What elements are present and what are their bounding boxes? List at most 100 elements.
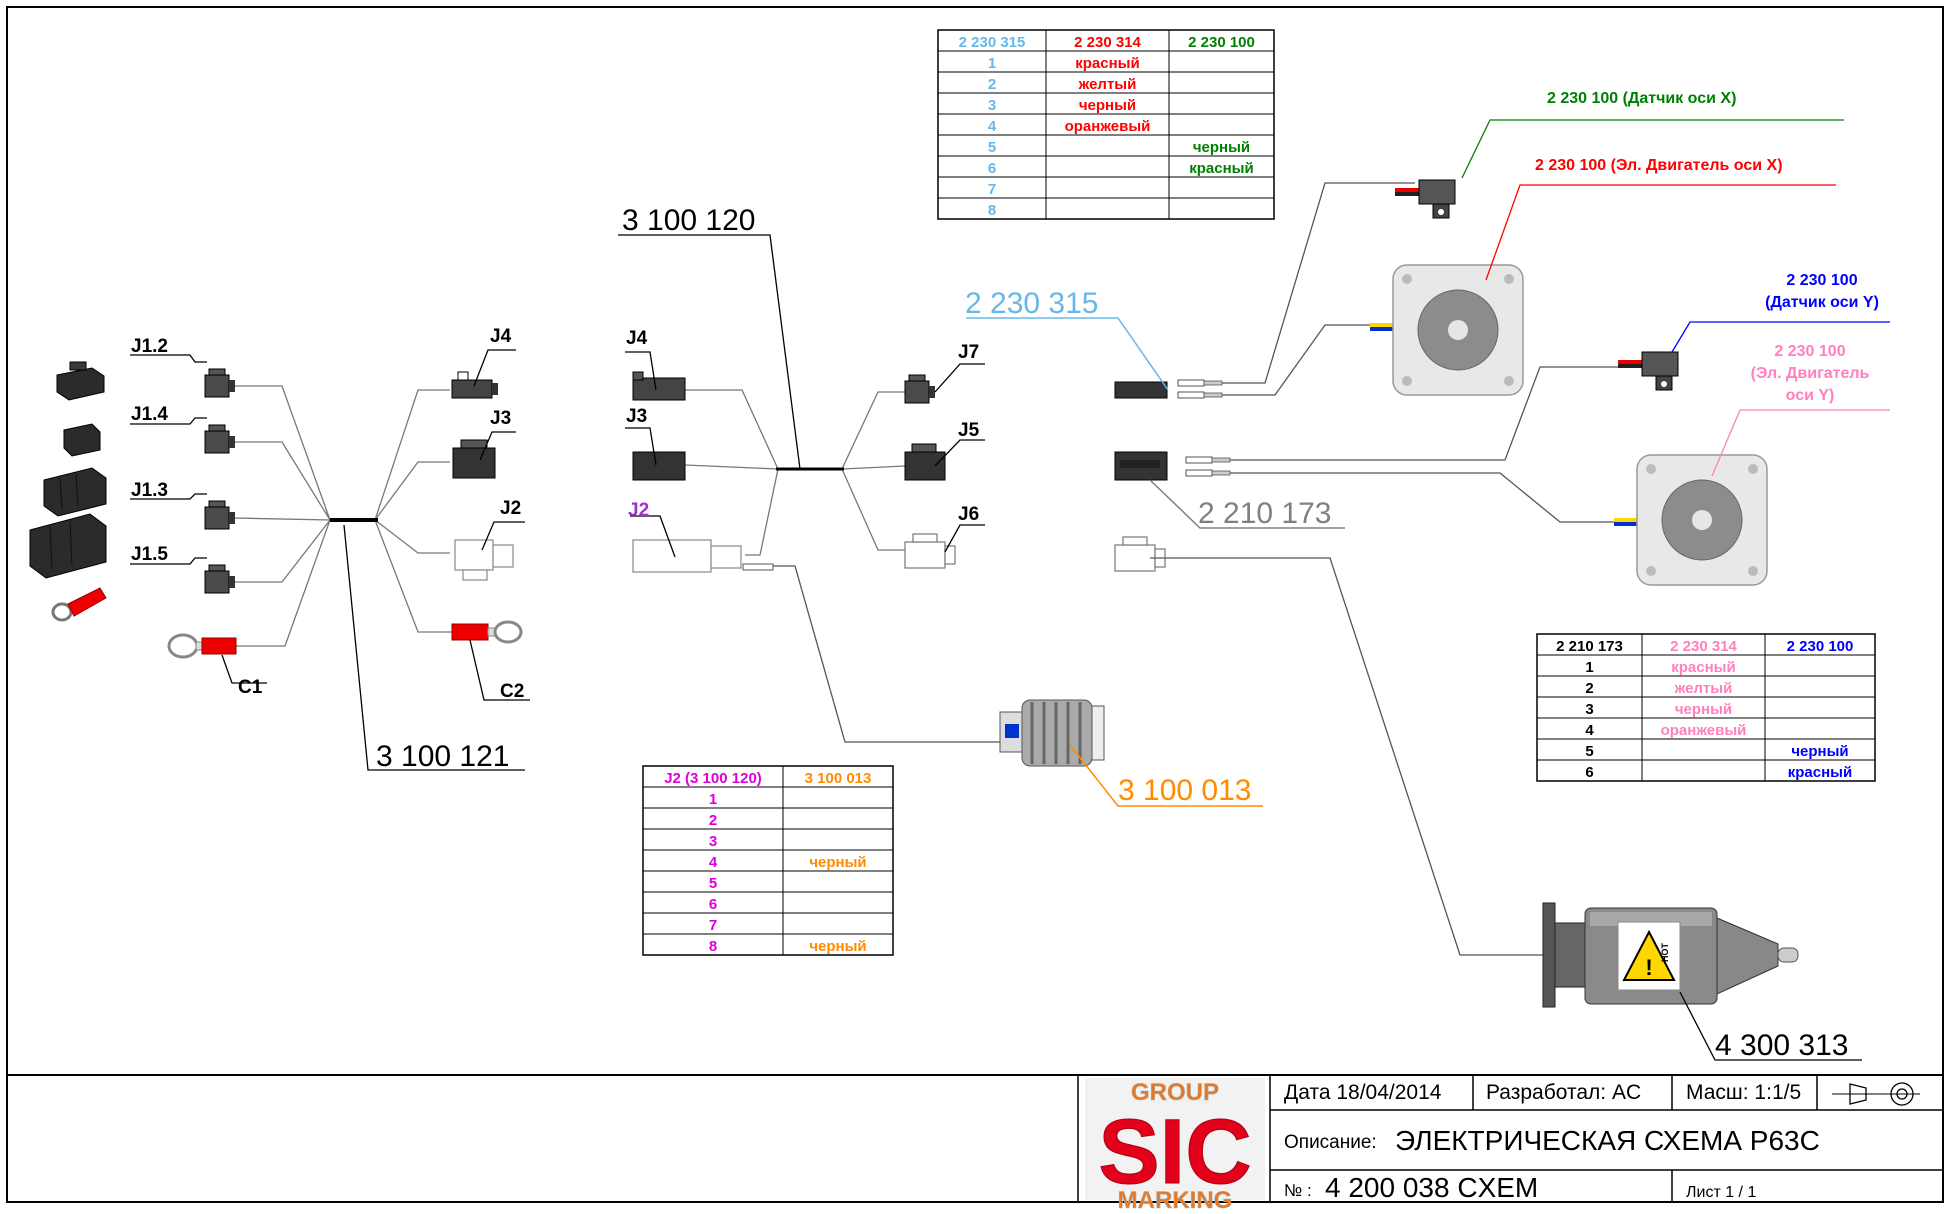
table-cell: красный [1189,160,1253,177]
table-cell: черный [1193,139,1250,156]
connector-icon [43,467,107,517]
label-j3-left: J3 [490,408,511,429]
j3-connector-mid [632,451,686,481]
table-header-cell: 2 210 173 [1556,638,1623,655]
table-header-cell: 3 100 013 [805,770,872,787]
logo-group-text: GROUP [1131,1079,1219,1106]
table-cell: 7 [988,181,996,198]
table-cell: оранжевый [1661,722,1747,739]
ring-terminal-icon [51,587,107,622]
j2-connector-left [454,539,514,581]
table-cell: 7 [709,917,717,934]
table-cell: 2 [709,812,717,829]
sheet-number: Лист 1 / 1 [1686,1184,1756,1201]
table-cell: 6 [709,896,717,913]
table-header-cell: 2 230 100 [1188,34,1255,51]
table-cell: 6 [988,160,996,177]
j4-connector-mid [632,371,686,401]
table-cell: красный [1671,659,1735,676]
ref-3100121: 3 100 121 [376,740,509,773]
table-cell: 1 [1585,659,1593,676]
label-j1-4: J1.4 [131,404,168,425]
label-motor-x: 2 230 100 (Эл. Двигатель оси X) [1535,157,1783,174]
table-cell: 1 [709,791,717,808]
sensor-x-icon [1394,179,1456,219]
label-j1-2: J1.2 [131,336,168,357]
table-cell: 6 [1585,764,1593,781]
table-cell: 5 [1585,743,1593,760]
table-cell: черный [809,938,866,955]
table-cell: черный [1675,701,1732,718]
connector-marking-head [1114,536,1166,572]
c2-ring-terminal [451,620,523,644]
description-value: ЭЛЕКТРИЧЕСКАЯ СХЕМА P63C [1395,1125,1820,1156]
warning-icon: ! HOT [1617,921,1681,991]
j5-connector [904,443,946,481]
j3-connector-left [452,439,496,479]
label-j1-3: J1.3 [131,480,168,501]
stepper-motor-x-icon [1370,264,1524,396]
ref-3100120: 3 100 120 [622,204,755,237]
table-cell: желтый [1674,680,1733,697]
author-field: Разработал: AC [1486,1081,1641,1104]
table-cell: 4 [1585,722,1594,739]
table-cell: черный [809,854,866,871]
label-j2-mid: J2 [628,500,649,521]
marking-head-icon: ! HOT [1542,902,1799,1008]
table-cell: оранжевый [1065,118,1151,135]
label-j5: J5 [958,420,980,441]
table-header-cell: J2 (3 100 120) [664,770,762,787]
label-j7: J7 [958,342,979,363]
ref-3100013: 3 100 013 [1118,774,1251,807]
number-label: № : [1284,1181,1312,1200]
table-header-cell: 2 230 314 [1670,638,1737,655]
table-cell: 5 [988,139,996,156]
table-cell: 8 [988,202,996,219]
stepper-motor-y-icon [1614,454,1768,586]
sensor-y-icon [1617,351,1679,391]
label-motor-y-line1: 2 230 100 [1774,343,1845,360]
label-motor-y-line2: (Эл. Двигатель [1751,365,1870,382]
label-j4-mid: J4 [626,328,648,349]
harness-3100121 [232,385,452,647]
label-j3-mid: J3 [626,406,647,427]
connector-2230315 [1114,379,1223,399]
label-j2-left: J2 [500,498,521,519]
table-cell: 4 [709,854,718,871]
j2-connector-mid [632,539,774,573]
solenoid-connector-icon [999,699,1105,767]
label-c2: C2 [500,681,524,702]
table-header-cell: 2 230 315 [959,34,1026,51]
table-cell: 8 [709,938,717,955]
label-sensor-y-line2: (Датчик оси Y) [1765,294,1879,311]
label-j6: J6 [958,504,979,525]
table-cell: 5 [709,875,717,892]
connector-icon [29,513,107,579]
j1-3-connector [204,500,236,530]
table-cell: красный [1075,55,1139,72]
label-j4-left: J4 [490,326,512,347]
date-field: Дата 18/04/2014 [1284,1081,1442,1104]
ref-4300313: 4 300 313 [1715,1029,1848,1062]
sheet-border [6,6,1944,1203]
table-cell: черный [1791,743,1848,760]
company-logo: GROUP SIC MARKING [1085,1078,1265,1214]
connector-icon [56,361,105,401]
c1-ring-terminal [167,633,237,659]
table-cell: черный [1079,97,1136,114]
j1-2-connector [204,368,236,398]
ref-2210173: 2 210 173 [1198,497,1331,530]
connector-icon [63,423,101,457]
table-cell: 2 [1585,680,1593,697]
logo-sic-text: SIC [1098,1101,1251,1203]
scale-field: Масш: 1:1/5 [1686,1081,1801,1104]
label-sensor-x: 2 230 100 (Датчик оси X) [1547,90,1736,107]
table-cell: красный [1788,764,1852,781]
svg-text:!: ! [1645,955,1652,980]
j7-connector [904,374,936,404]
